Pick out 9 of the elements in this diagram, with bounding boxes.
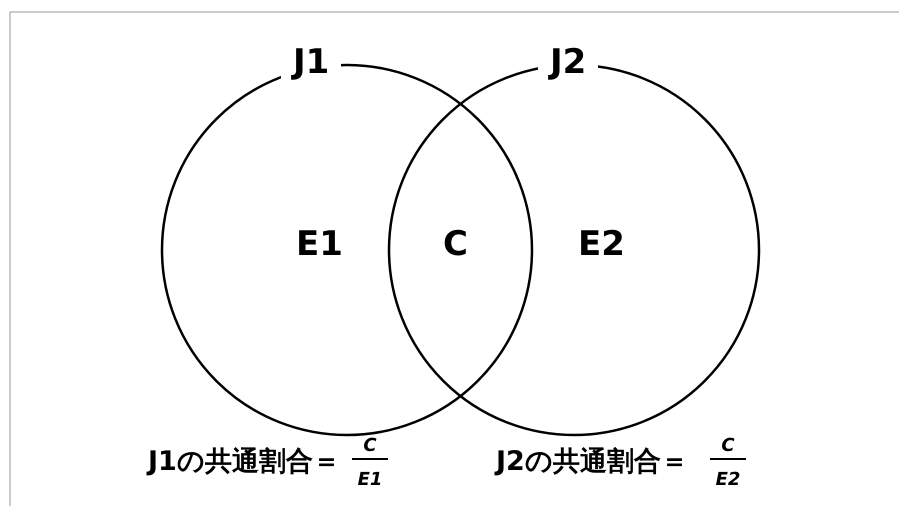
fraction-numerator: C — [362, 436, 378, 456]
fraction-denominator: E2 — [714, 470, 742, 490]
fraction-denominator: E1 — [356, 470, 384, 490]
formula-text: J1の共通割合＝ — [148, 446, 340, 478]
fraction-numerator: C — [720, 436, 736, 456]
set-label: E1 — [296, 224, 343, 264]
formula-text: J2の共通割合＝ — [496, 446, 688, 478]
overlap-label: C — [443, 224, 468, 264]
set-label: E2 — [578, 224, 625, 264]
